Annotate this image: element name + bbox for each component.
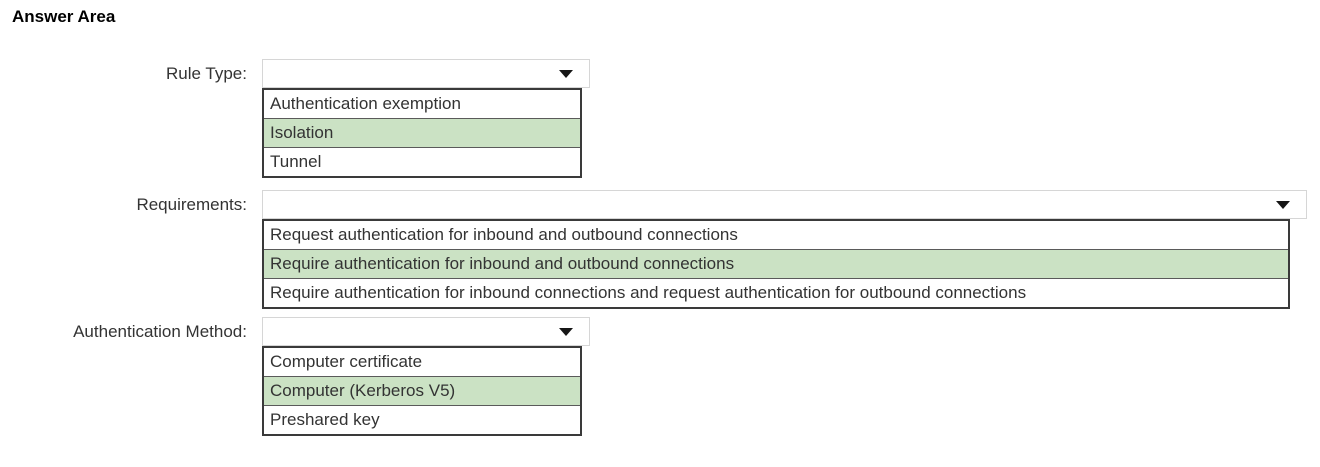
dropdown-arrow-icon xyxy=(559,328,573,336)
rule-type-select[interactable] xyxy=(262,59,590,88)
option-isolation[interactable]: Isolation xyxy=(264,119,580,148)
requirements-options-list: Request authentication for inbound and o… xyxy=(262,219,1290,309)
dropdown-arrow-icon xyxy=(559,70,573,78)
authentication-method-label: Authentication Method: xyxy=(73,322,247,341)
rule-type-label: Rule Type: xyxy=(166,64,247,83)
option-require-auth-inbound-outbound[interactable]: Require authentication for inbound and o… xyxy=(264,250,1288,279)
answer-area-title: Answer Area xyxy=(12,7,116,26)
option-computer-kerberos-v5[interactable]: Computer (Kerberos V5) xyxy=(264,377,580,406)
option-computer-certificate[interactable]: Computer certificate xyxy=(264,348,580,377)
authentication-method-select[interactable] xyxy=(262,317,590,346)
option-tunnel[interactable]: Tunnel xyxy=(264,148,580,176)
option-request-auth-inbound-outbound[interactable]: Request authentication for inbound and o… xyxy=(264,221,1288,250)
option-authentication-exemption[interactable]: Authentication exemption xyxy=(264,90,580,119)
option-require-inbound-request-outbound[interactable]: Require authentication for inbound conne… xyxy=(264,279,1288,307)
authentication-method-options-list: Computer certificate Computer (Kerberos … xyxy=(262,346,582,436)
option-preshared-key[interactable]: Preshared key xyxy=(264,406,580,434)
rule-type-options-list: Authentication exemption Isolation Tunne… xyxy=(262,88,582,178)
dropdown-arrow-icon xyxy=(1276,201,1290,209)
requirements-select[interactable] xyxy=(262,190,1307,219)
requirements-label: Requirements: xyxy=(136,195,247,214)
